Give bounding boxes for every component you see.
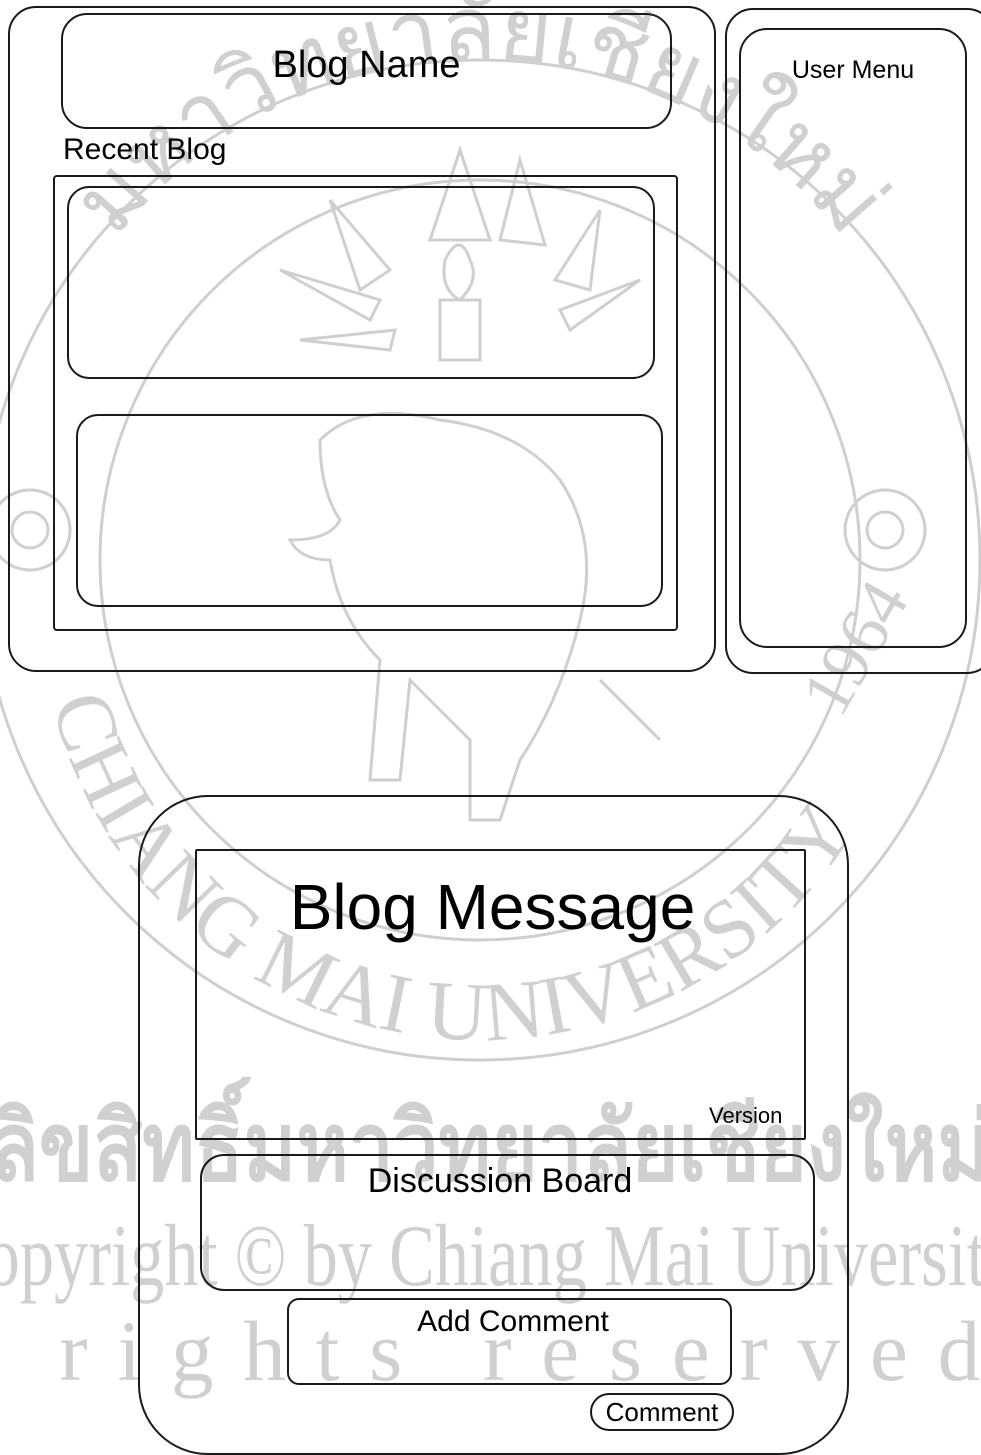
user-menu-panel[interactable]	[739, 28, 967, 648]
comment-button[interactable]: Comment	[590, 1393, 734, 1431]
discussion-board-label: Discussion Board	[200, 1162, 800, 1201]
recent-blog-card[interactable]	[76, 414, 663, 607]
recent-blog-card[interactable]	[67, 186, 655, 379]
version-label: Version	[709, 1103, 782, 1129]
add-comment-label: Add Comment	[287, 1305, 739, 1339]
recent-blog-label: Recent Blog	[63, 133, 226, 167]
blog-name-title: Blog Name	[61, 44, 672, 87]
user-menu-label: User Menu	[739, 56, 967, 85]
blog-message-title: Blog Message	[195, 870, 790, 944]
